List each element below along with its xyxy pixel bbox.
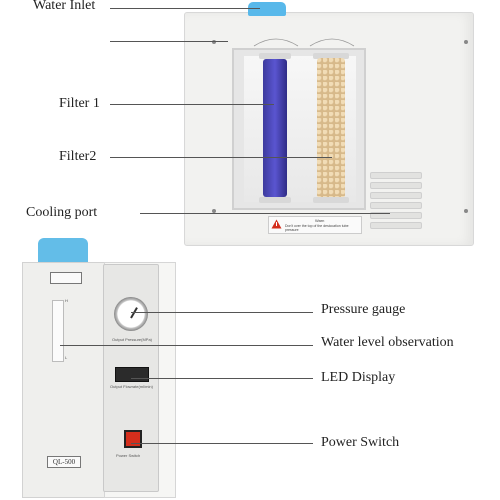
led-caption: Output Flowrate(ml/min) (110, 384, 153, 389)
filter2-bottom-cap (313, 197, 349, 203)
callout-line-water-level (60, 345, 313, 346)
warning-title: Warn (315, 218, 325, 223)
screw (464, 40, 468, 44)
warning-text: Don't over the top of the desiccation tu… (285, 224, 349, 232)
label-filter2: Filter2 (59, 149, 97, 164)
callout-line-filter1 (110, 104, 274, 105)
filter1-top-cap (259, 53, 291, 59)
callout-line-top (110, 41, 228, 42)
cooling-vents (370, 172, 422, 229)
warning-sticker: Warn Don't over the top of the desiccati… (268, 216, 362, 234)
warning-triangle-icon (271, 219, 282, 229)
gauge-caption: Output Pressure(MPa) (112, 337, 153, 342)
model-plate: QL-500 (47, 456, 81, 468)
callout-line-led (131, 378, 313, 379)
callout-line-cooling (140, 213, 390, 214)
label-cooling-port: Cooling port (26, 205, 98, 220)
label-led-display: LED Display (321, 370, 396, 385)
callout-line-pressure (131, 312, 313, 313)
filter1-bottom-cap (259, 197, 291, 203)
filter1-tube (263, 59, 287, 197)
screw (212, 209, 216, 213)
brand-badge (50, 272, 82, 284)
callout-line-switch (131, 443, 313, 444)
water-inlet-cap (248, 2, 286, 16)
led-display (115, 367, 149, 382)
label-water-inlet: Water Inlet (33, 0, 96, 13)
switch-caption: Power Switch (116, 453, 141, 458)
sight-low-mark: L (65, 355, 68, 360)
label-filter1: Filter 1 (59, 96, 100, 111)
tube-arc-markings (253, 38, 355, 47)
screw (464, 209, 468, 213)
power-switch[interactable] (124, 430, 142, 448)
filter2-top-cap (313, 53, 349, 59)
sight-high-mark: H (65, 298, 68, 303)
screw (212, 40, 216, 44)
bottom-water-cap (38, 238, 88, 266)
callout-line-filter2 (110, 157, 332, 158)
callout-line-water-inlet (110, 8, 260, 9)
label-pressure-gauge: Pressure gauge (321, 302, 406, 317)
water-level-sight-glass (52, 300, 64, 362)
label-water-level: Water level observation (321, 335, 454, 350)
filter2-tube (317, 58, 345, 198)
label-power-switch: Power Switch (321, 435, 400, 450)
